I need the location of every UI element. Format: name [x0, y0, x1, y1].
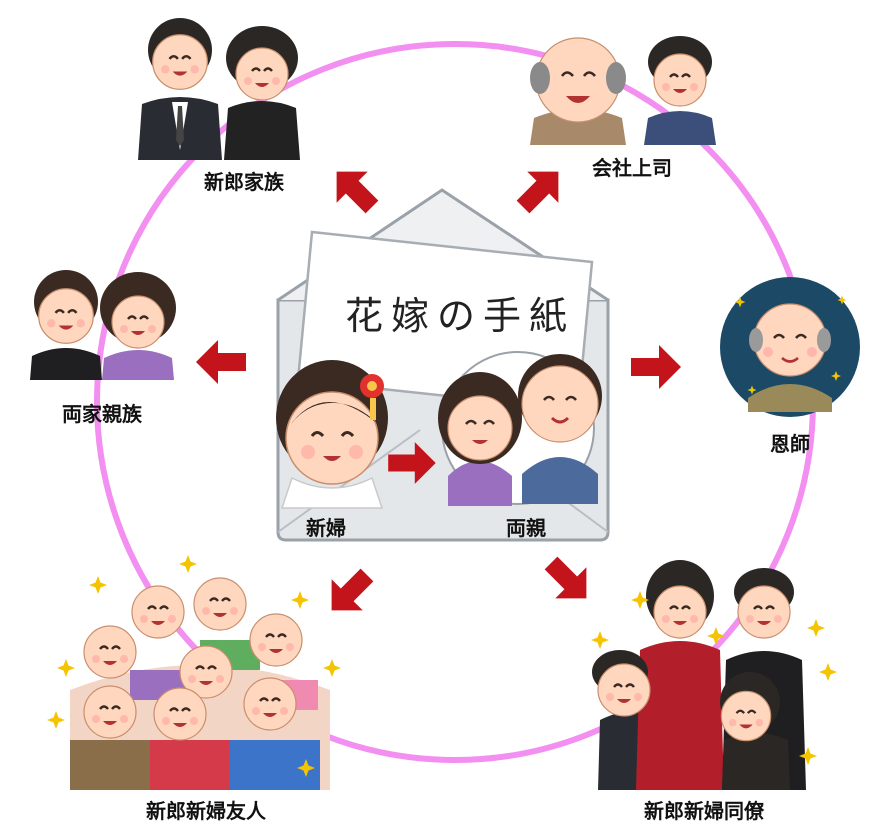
coworkers-label: 新郎新婦同僚 — [644, 799, 764, 823]
friends-illustration — [47, 555, 341, 790]
arrow-to-groom-family — [321, 156, 388, 223]
boss-illustration — [530, 36, 716, 145]
bride-illustration — [276, 360, 388, 509]
coworkers-illustration — [591, 560, 837, 790]
groom-family-illustration — [138, 18, 300, 160]
teacher-illustration — [720, 277, 860, 417]
arrow-to-coworkers — [535, 547, 602, 614]
teacher-label: 恩師 — [770, 432, 810, 456]
parents-illustration — [438, 351, 602, 506]
relatives-label: 両家親族 — [62, 402, 142, 426]
letter-title: 花嫁の手紙 — [345, 294, 576, 338]
parents-label: 両親 — [506, 516, 546, 540]
groom-family-label: 新郎家族 — [204, 170, 284, 194]
arrow-to-friends — [316, 559, 383, 626]
relatives-illustration — [30, 270, 176, 380]
arrow-to-teacher — [631, 345, 681, 389]
boss-label: 会社上司 — [592, 156, 672, 180]
arrow-to-relatives — [196, 340, 246, 384]
arrow-to-boss — [507, 156, 574, 223]
friends-label: 新郎新婦友人 — [146, 799, 266, 823]
bride-label: 新婦 — [306, 516, 346, 540]
